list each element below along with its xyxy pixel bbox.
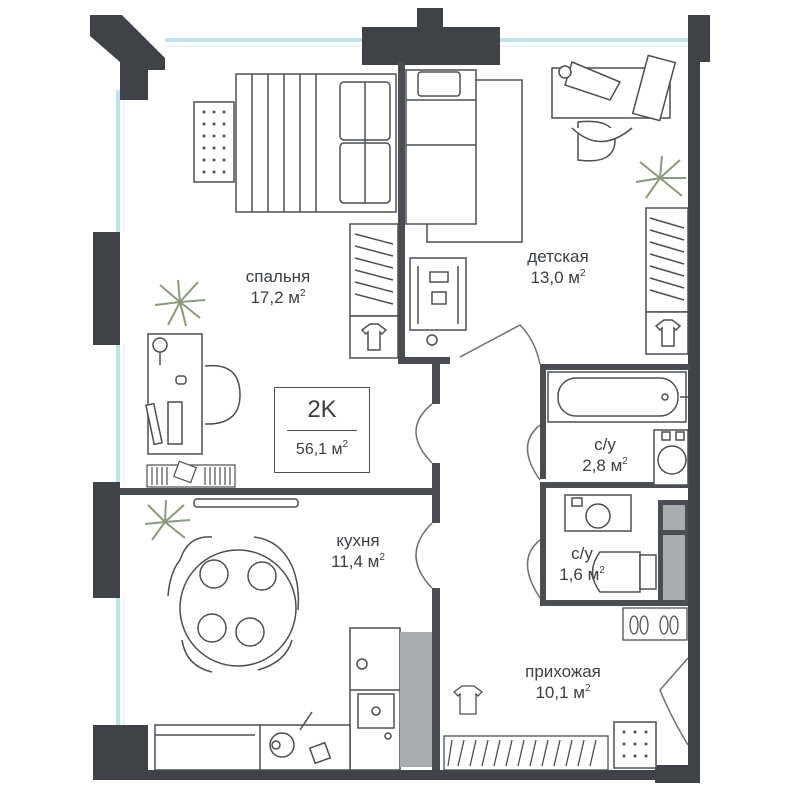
corner-column-right: [688, 15, 710, 62]
room-label-kids: детская 13,0 м2: [498, 246, 618, 289]
bookshelf: [146, 460, 236, 488]
bed: [235, 73, 397, 213]
column-left-2: [93, 482, 120, 598]
bottom-wall: [148, 770, 658, 780]
room-area: 13,0: [530, 268, 564, 288]
room-area: 10,1: [535, 683, 569, 703]
room-name: кухня: [336, 531, 380, 550]
kitchen-cabinets: [154, 627, 401, 771]
sink-1: [653, 429, 689, 486]
room-name: с/у: [571, 544, 593, 563]
bedroom-wardrobe: [349, 223, 399, 359]
right-wall: [688, 40, 700, 780]
kids-bed: [405, 69, 523, 243]
kids-wardrobe: [645, 207, 689, 355]
dining-table: [167, 536, 300, 673]
bedroom-desk: [145, 333, 241, 455]
bathtub: [547, 371, 688, 423]
room-label-hall: прихожая 10,1 м2: [498, 661, 628, 704]
corner-column: [90, 15, 165, 100]
walls: [90, 8, 710, 783]
kids-rack: [409, 257, 467, 346]
rug: [193, 101, 235, 183]
room-name: детская: [527, 247, 589, 266]
apartment-badge: 2K 56,1 м2: [274, 387, 370, 473]
plant-kitchen: [144, 499, 191, 541]
room-name: с/у: [594, 435, 616, 454]
plant-bedroom: [154, 279, 206, 327]
room-label-kitchen: кухня 11,4 м2: [298, 530, 418, 573]
room-label-bath-1: с/у 2,8 м2: [555, 434, 655, 477]
sink-2: [564, 494, 632, 532]
room-label-bath-2: с/у 1,6 м2: [532, 543, 632, 586]
badge-divider: [287, 430, 357, 431]
tv: [193, 498, 299, 508]
room-name: прихожая: [525, 662, 601, 681]
windows: [116, 38, 690, 725]
kids-desk: [551, 54, 677, 162]
apartment-total-area: 56,1: [295, 441, 328, 458]
column-bottom-left: [93, 725, 148, 780]
column-bottom-right: [655, 765, 700, 783]
room-area: 2,8: [582, 456, 606, 476]
apartment-type: 2K: [307, 396, 337, 423]
toilet: [591, 551, 657, 593]
plant-kids: [635, 155, 686, 199]
room-name: спальня: [245, 267, 311, 286]
column-top-center: [362, 27, 500, 65]
room-area: 11,4: [331, 552, 363, 572]
room-area: 1,6: [559, 565, 583, 585]
doors: [415, 324, 689, 746]
room-area: 17,2: [250, 288, 284, 308]
hall-wardrobe: [443, 685, 609, 771]
shoe-rack: [622, 607, 688, 641]
room-label-bedroom: спальня 17,2 м2: [218, 266, 338, 309]
